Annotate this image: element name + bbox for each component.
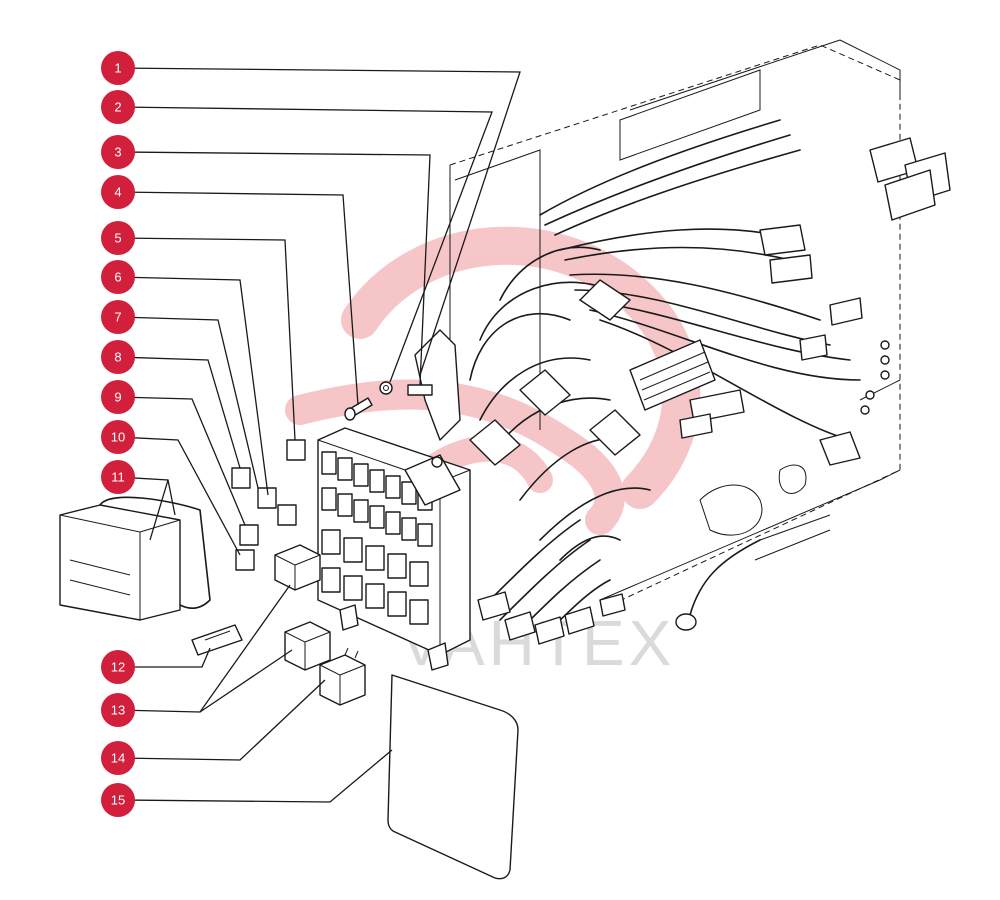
svg-text:4: 4 bbox=[114, 185, 121, 200]
callout-12: 12 bbox=[101, 650, 135, 684]
callout-7: 7 bbox=[101, 300, 135, 334]
relay-large bbox=[319, 647, 366, 706]
mounting-bracket bbox=[407, 329, 461, 441]
callout-6: 6 bbox=[101, 260, 135, 294]
housing-outline bbox=[449, 39, 901, 611]
fuse-puller bbox=[191, 624, 243, 656]
callout-15: 15 bbox=[101, 783, 135, 817]
washer bbox=[379, 381, 393, 395]
relay-small bbox=[274, 544, 321, 591]
callout-2: 2 bbox=[101, 90, 135, 124]
leader-lines bbox=[117, 67, 521, 803]
svg-text:8: 8 bbox=[114, 350, 121, 365]
svg-text:12: 12 bbox=[111, 660, 125, 675]
svg-text:7: 7 bbox=[114, 310, 121, 325]
svg-text:13: 13 bbox=[111, 703, 125, 718]
callout-13: 13 bbox=[101, 693, 135, 727]
screw bbox=[344, 397, 373, 421]
fuse-box bbox=[317, 427, 471, 671]
callout-1: 1 bbox=[101, 51, 135, 85]
svg-text:2: 2 bbox=[114, 100, 121, 115]
callout-4: 4 bbox=[101, 175, 135, 209]
svg-text:11: 11 bbox=[111, 470, 125, 485]
cover-plate bbox=[387, 674, 519, 880]
svg-text:1: 1 bbox=[114, 61, 121, 76]
callout-5: 5 bbox=[101, 221, 135, 255]
svg-text:10: 10 bbox=[111, 430, 125, 445]
relay-medium bbox=[284, 621, 331, 671]
svg-text:9: 9 bbox=[114, 390, 121, 405]
callout-8: 8 bbox=[101, 340, 135, 374]
svg-text:6: 6 bbox=[114, 270, 121, 285]
callout-9: 9 bbox=[101, 380, 135, 414]
callout-10: 10 bbox=[101, 420, 135, 454]
callout-3: 3 bbox=[101, 135, 135, 169]
relay-row-lower bbox=[321, 529, 429, 625]
cover-gasket bbox=[59, 496, 211, 621]
svg-text:14: 14 bbox=[111, 751, 125, 766]
svg-text:5: 5 bbox=[114, 231, 121, 246]
callout-14: 14 bbox=[101, 741, 135, 775]
svg-text:15: 15 bbox=[111, 793, 125, 808]
svg-text:3: 3 bbox=[114, 145, 121, 160]
fuse-row-upper bbox=[321, 451, 433, 547]
callouts: 1 2 3 4 5 6 7 8 9 10 11 12 13 14 15 bbox=[101, 51, 135, 817]
spare-fuses bbox=[231, 439, 306, 571]
callout-11: 11 bbox=[101, 460, 135, 494]
wiring-harness bbox=[469, 119, 951, 645]
